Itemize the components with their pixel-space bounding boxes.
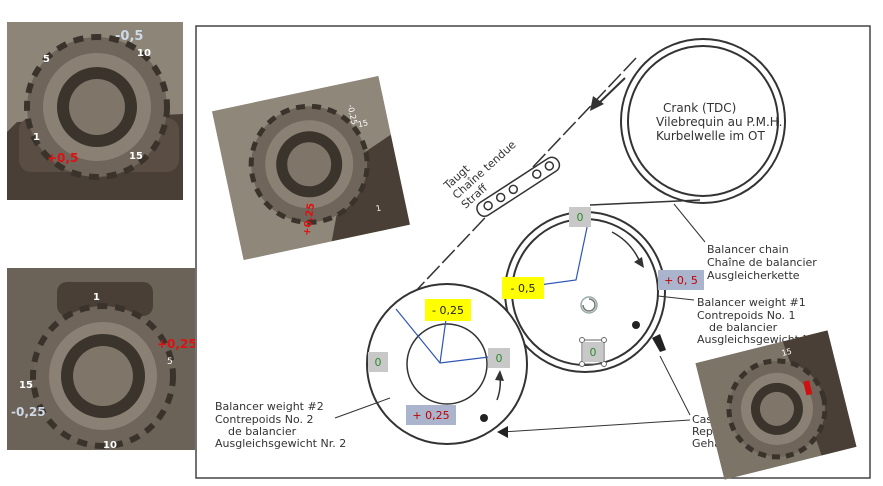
svg-text:0: 0 (375, 356, 382, 369)
top-left-mark-5: 5 (43, 54, 50, 65)
crank-label-1: Crank (TDC) (663, 101, 736, 115)
top-left-mark-15: 15 (129, 151, 143, 162)
balancer-chain-leader (673, 203, 706, 243)
badge-w1-plus: + 0, 5 (658, 270, 704, 290)
svg-text:0: 0 (590, 346, 597, 359)
case-mark-pointer (652, 334, 666, 352)
balancer-chain-label-2: Chaîne de balancier (707, 256, 817, 269)
bottom-left-minus-label: -0,25 (11, 405, 46, 419)
weight2-label-2: Contrepoids No. 2 (215, 413, 313, 426)
bottom-left-mark-15: 15 (19, 380, 33, 391)
svg-text:+ 0, 5: + 0, 5 (664, 274, 698, 287)
weight1-leader (657, 295, 695, 301)
top-left-minus-label: -0,5 (115, 29, 143, 44)
photo-bottom-right-sprocket: 15 (695, 330, 857, 480)
top-left-plus-label: +0,5 (47, 151, 78, 165)
middle-plus-label: +0,25 (302, 202, 317, 236)
crank-label-2: Vilebrequin au P.M.H. (656, 115, 782, 129)
weight2-label-1: Balancer weight #2 (215, 400, 324, 413)
balancer-chain-label-3: Ausgleicherkette (707, 269, 800, 282)
chain-arrow-line (597, 77, 626, 105)
middle-mark-15: 15 (357, 118, 369, 129)
rotate-handle-icon (580, 296, 598, 314)
chain-lower-line (589, 199, 701, 206)
badge-w1-bottom: 0 (583, 342, 603, 362)
svg-text:0: 0 (577, 211, 584, 224)
badge-w1-top: 0 (569, 207, 591, 227)
photo-top-left-sprocket: -0,5 5 10 1 15 +0,5 (7, 22, 183, 200)
weight2-label-4: Ausgleichsgewicht Nr. 2 (215, 437, 346, 450)
middle-mark-1: 1 (375, 203, 382, 213)
balancer2-inner-circle (406, 323, 488, 405)
crank-inner-circle (627, 45, 779, 197)
middle-mark-minus: -0,25 (346, 104, 359, 126)
weight2-leader (334, 397, 391, 419)
svg-text:- 0,5: - 0,5 (511, 282, 536, 295)
weight1-label-1: Balancer weight #1 (697, 296, 806, 309)
crank-label-3: Kurbelwelle im OT (656, 129, 765, 143)
bottom-right-mark-15: 15 (781, 347, 793, 358)
balancer-chain-label-1: Balancer chain (707, 243, 789, 256)
chain-tensioner-link (476, 156, 561, 218)
balancer2-outer-circle (366, 283, 528, 445)
badge-w2-left: 0 (368, 352, 388, 372)
case-mark-leader-1 (659, 355, 691, 416)
case-mark-leader-2 (501, 419, 691, 433)
badge-w2-right: 0 (488, 348, 510, 368)
balancer2-rotation-arrow-head (495, 370, 504, 381)
case-mark-arrow-head (497, 426, 508, 438)
weight1-label-3: de balancier (709, 321, 778, 334)
badge-w2-minus: - 0,25 (425, 299, 471, 321)
svg-text:0: 0 (496, 352, 503, 365)
crank-outer-circle (620, 38, 786, 204)
chain-arrow-head (590, 96, 604, 111)
bottom-left-plus-label: +0,25 (157, 337, 195, 351)
balancer1-rotation-arrow-head (634, 257, 644, 268)
badge-w1-minus: - 0,5 (502, 277, 544, 299)
weight2-label-3: de balancier (228, 425, 297, 438)
bottom-left-mark-10: 10 (103, 440, 117, 450)
weight1-label-2: Contrepoids No. 1 (697, 309, 795, 322)
photo-middle-sprocket: -0,25 15 +0,25 1 (212, 75, 410, 261)
badge-w2-plus: + 0,25 (406, 405, 456, 425)
svg-text:- 0,25: - 0,25 (432, 304, 464, 317)
bottom-left-mark-5: 5 (167, 357, 173, 367)
bottom-left-mark-1: 1 (93, 292, 100, 303)
svg-text:+ 0,25: + 0,25 (412, 409, 449, 422)
top-left-mark-1: 1 (33, 132, 40, 143)
top-left-mark-10: 10 (137, 48, 151, 59)
photo-bottom-left-sprocket: 1 +0,25 5 15 -0,25 10 (7, 268, 195, 450)
balancer2-dot-mark (480, 414, 488, 422)
balancer1-dot-mark (632, 321, 640, 329)
selection-box (581, 339, 605, 365)
